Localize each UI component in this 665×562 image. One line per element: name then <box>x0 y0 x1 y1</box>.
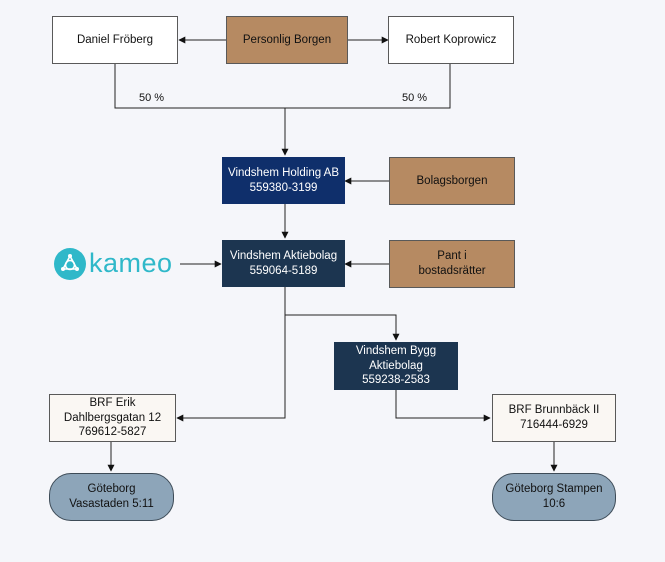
arrow-bygg-brf-brunnback <box>395 390 491 422</box>
arrow-aktiebolag-brf-erik <box>176 315 286 422</box>
node-vindshem-holding: Vindshem Holding AB 559380-3199 <box>222 157 345 204</box>
ownership-pct-right: 50 % <box>402 92 428 104</box>
node-goteborg-vasastaden: Göteborg Vasastaden 5:11 <box>49 473 174 521</box>
node-pant-bostadsratter: Pant i bostadsrätter <box>389 240 515 288</box>
node-personlig-borgen: Personlig Borgen <box>226 16 348 64</box>
arrow-aktiebolag-bygg <box>284 287 400 341</box>
node-goteborg-stampen: Göteborg Stampen 10:6 <box>492 473 616 521</box>
node-vindshem-bygg: Vindshem Bygg Aktiebolag 559238-2583 <box>334 342 458 390</box>
node-brf-erik: BRF Erik Dahlbergsgatan 12 769612-5827 <box>49 394 176 442</box>
node-robert-koprowicz: Robert Koprowicz <box>388 16 514 64</box>
kameo-logo-text: kameo <box>89 248 173 278</box>
node-bolagsborgen: Bolagsborgen <box>389 157 515 205</box>
node-daniel-froberg: Daniel Fröberg <box>52 16 178 64</box>
line-robert-holding <box>285 64 451 109</box>
kameo-logo-icon <box>54 248 86 280</box>
node-brf-brunnback: BRF Brunnbäck II 716444-6929 <box>492 394 616 442</box>
node-vindshem-aktiebolag: Vindshem Aktiebolag 559064-5189 <box>222 240 345 287</box>
ownership-pct-left: 50 % <box>139 92 165 104</box>
line-daniel-holding <box>114 64 285 109</box>
kameo-logo <box>54 248 179 280</box>
